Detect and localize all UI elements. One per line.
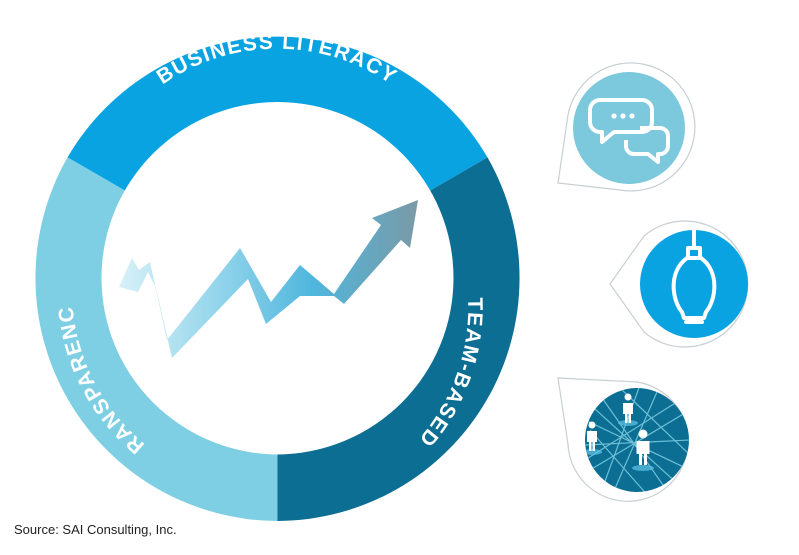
ring-inner-circle <box>101 102 454 454</box>
people-figures <box>587 393 650 465</box>
chat-dot-2 <box>620 113 626 119</box>
ring-segment-business-literacy <box>67 36 488 191</box>
light-bulb-icon <box>671 228 717 324</box>
chat-bubbles-icon <box>588 98 670 164</box>
people-network-badge <box>557 377 689 502</box>
chat-dot-3 <box>629 113 635 119</box>
bulb-badge-circle <box>640 230 748 338</box>
chat-bubbles-badge <box>557 62 696 192</box>
ring-segment-team-based <box>277 157 520 521</box>
trend-arrow-icon <box>119 200 418 358</box>
cycle-ring <box>35 36 520 521</box>
chat-dot-1 <box>611 113 617 119</box>
source-caption: Source: SAI Consulting, Inc. <box>14 522 177 537</box>
ring-segment-transparency <box>35 157 278 521</box>
people-network-icon <box>585 388 689 492</box>
light-bulb-badge <box>609 220 749 348</box>
